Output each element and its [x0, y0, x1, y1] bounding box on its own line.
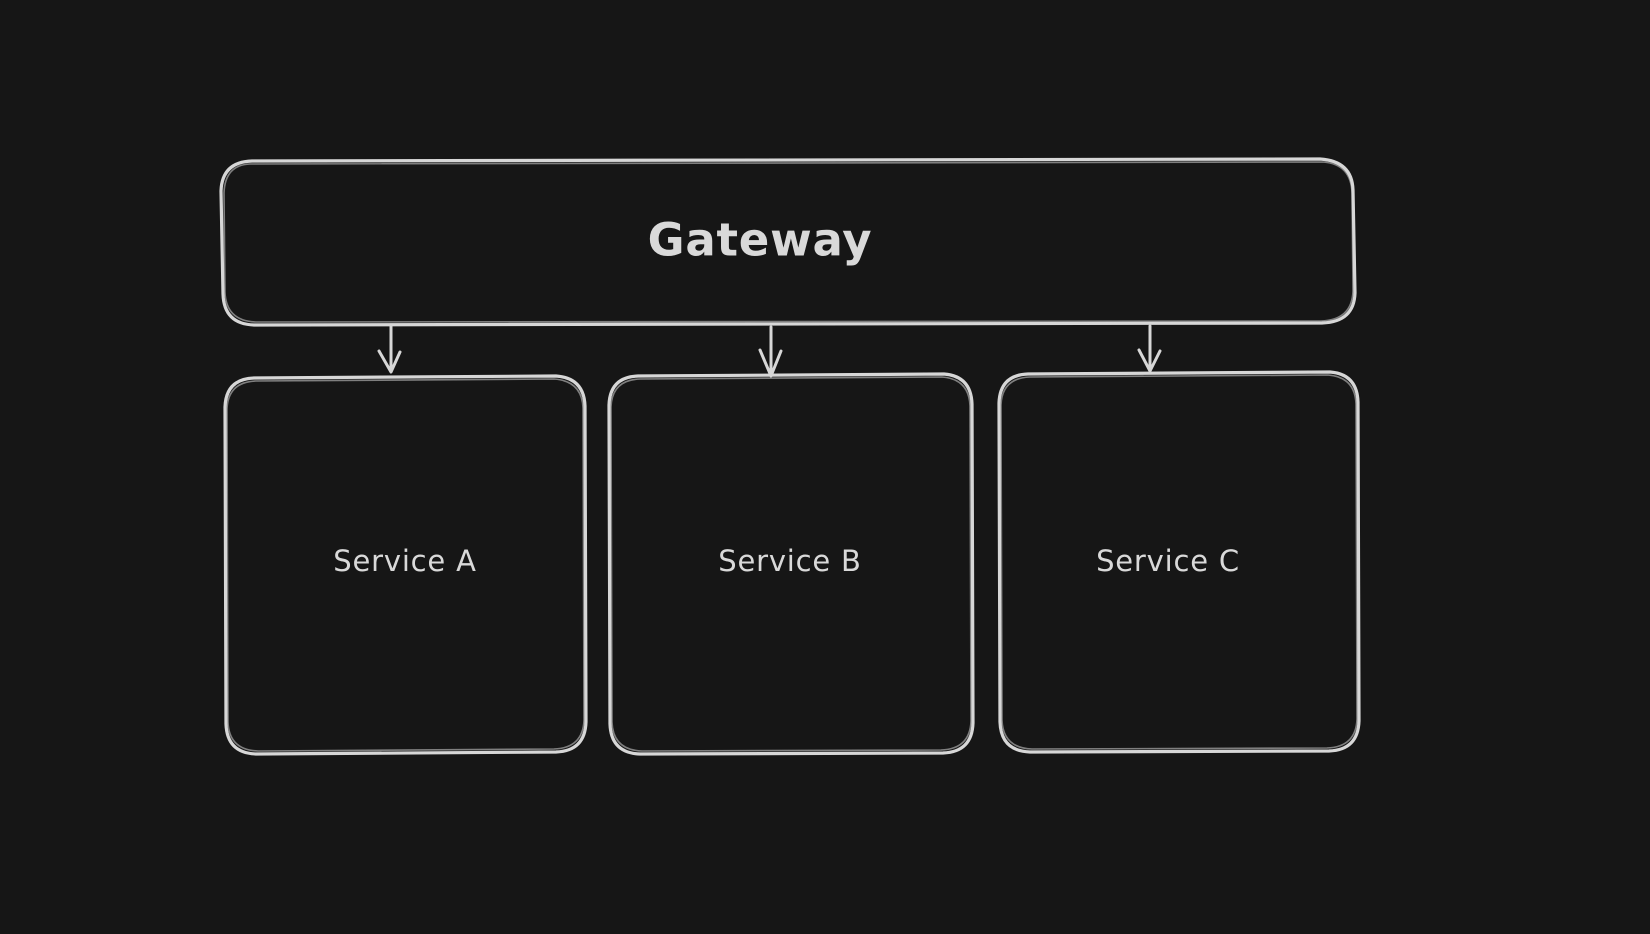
arrow-gateway-to-service-a [377, 324, 402, 374]
service-c-node-shape [997, 370, 1361, 754]
gateway-node-label: Gateway [647, 213, 873, 267]
service-b-node-label: Service B [718, 544, 862, 578]
arrow-gateway-to-service-b [758, 325, 783, 378]
service-b-node-shape [607, 372, 975, 756]
arrow-gateway-to-service-c [1137, 324, 1162, 373]
service-a-node-shape [223, 374, 588, 756]
gateway-node-shape [219, 157, 1357, 327]
service-a-node-label: Service A [333, 544, 477, 578]
service-c-node-label: Service C [1096, 544, 1240, 578]
